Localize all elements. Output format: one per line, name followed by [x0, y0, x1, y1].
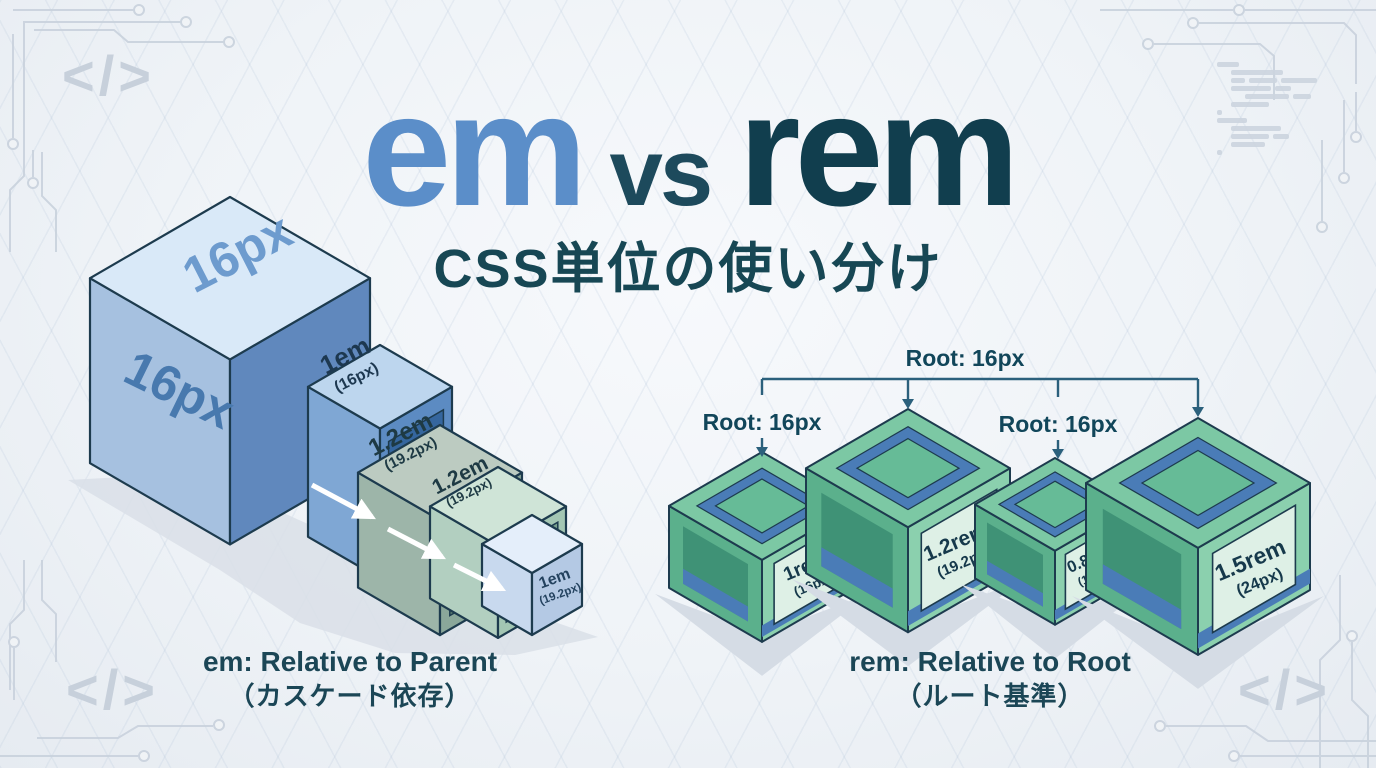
- page-title: em vs rem: [0, 70, 1376, 230]
- rem-crate: 1.5rem(24px): [1072, 417, 1324, 689]
- title-em: em: [362, 60, 587, 239]
- circuit-trace: [9, 560, 25, 690]
- crate-shadow: [792, 579, 1024, 667]
- arrowhead: [902, 399, 914, 409]
- page-subtitle: CSS単位の使い分け: [433, 239, 943, 299]
- code-block-decor: [1217, 62, 1317, 155]
- arrowhead: [756, 447, 768, 457]
- arrowhead: [1192, 407, 1204, 417]
- iso-face: [88, 195, 372, 361]
- circuit-trace: [9, 130, 25, 252]
- rem-caption: rem: Relative to Root （ルート基準）: [770, 646, 1210, 712]
- title-rem: rem: [738, 60, 1020, 239]
- em-caption-en: em: Relative to Parent: [202, 646, 498, 677]
- root-label-mid: Root: 16px: [999, 411, 1118, 437]
- iso-face: [683, 568, 748, 622]
- iso-face: [480, 513, 584, 575]
- circuit-trace: [23, 21, 181, 130]
- iso-face: [714, 478, 810, 534]
- iso-face: [821, 547, 893, 608]
- rem-caption-ja: （ルート基準）: [895, 681, 1085, 712]
- code-icon: </>: [66, 658, 159, 721]
- iso-face: [855, 437, 961, 499]
- cascade-arrow: [310, 482, 376, 520]
- arrowhead: [1052, 449, 1064, 459]
- crate-shadow: [1072, 596, 1324, 689]
- rem-caption-en: rem: Relative to Root: [849, 646, 1131, 677]
- rem-diagram: 1rem(16px)1.2rem(19.2px)0.8rem(12.8px)1.…: [655, 345, 1324, 689]
- circuit-trace: [41, 560, 57, 662]
- iso-face: [987, 560, 1043, 607]
- iso-face: [1102, 564, 1182, 630]
- iso-face: [306, 343, 454, 430]
- root-bracket: [756, 377, 1204, 459]
- iso-face: [1211, 503, 1297, 634]
- iso-face: [1013, 480, 1097, 529]
- cascade-arrow: [386, 526, 446, 560]
- circuit-trace: [34, 29, 224, 43]
- circuit-trace: [1351, 642, 1369, 768]
- circuit-trace: [41, 152, 57, 252]
- code-icon: </>: [62, 44, 155, 107]
- em-caption: em: Relative to Parent （カスケード依存）: [130, 646, 570, 712]
- code-icon: </>: [1238, 658, 1331, 721]
- title-vs: vs: [609, 119, 713, 226]
- root-label-left: Root: 16px: [703, 409, 822, 435]
- circuit-trace: [1166, 725, 1376, 742]
- circuit-trace: [1199, 22, 1357, 84]
- circuit-trace: [37, 725, 213, 739]
- root-label-top: Root: 16px: [906, 345, 1025, 371]
- circuit-trace: [1319, 575, 1341, 768]
- cascade-arrow: [452, 562, 507, 592]
- em-caption-ja: （カスケード依存）: [228, 681, 472, 712]
- iso-face: [1140, 449, 1256, 517]
